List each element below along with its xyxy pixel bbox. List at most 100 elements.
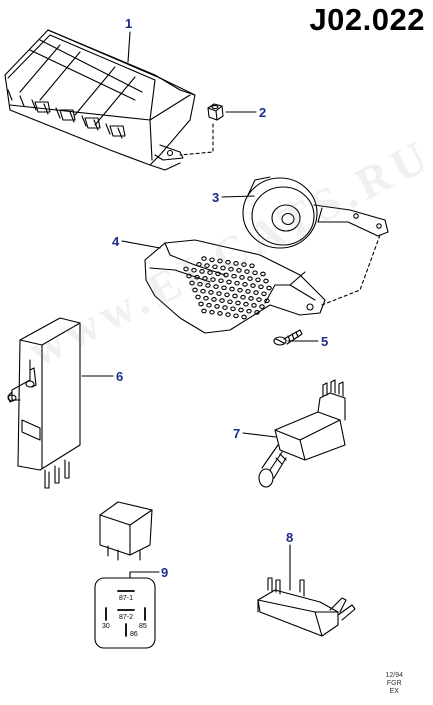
grille-hole (222, 305, 228, 310)
grille-hole (246, 308, 252, 314)
grille-hole (200, 288, 206, 294)
pin-87-1-label: 87-1 (119, 595, 134, 602)
part-3-horn[interactable] (242, 176, 389, 249)
grille-hole (252, 270, 258, 276)
grille-hole (218, 278, 224, 284)
pin-86-label: 86 (130, 631, 138, 638)
grille-hole (206, 302, 212, 308)
grille-hole (215, 271, 221, 277)
grille-hole (214, 304, 220, 309)
part-6-control-box[interactable] (7, 317, 81, 489)
grille-hole (245, 289, 251, 294)
grille-hole (228, 266, 234, 272)
callout-2[interactable]: 2 (259, 105, 267, 120)
grille-hole (234, 280, 240, 286)
grille-hole (233, 313, 239, 319)
grille-hole (229, 286, 235, 292)
grille-hole (254, 310, 260, 315)
part-1-control-module[interactable] (4, 29, 196, 171)
part-8-module[interactable] (257, 577, 356, 637)
grille-hole (211, 297, 217, 302)
pin-30-label: 30 (102, 623, 110, 630)
grille-hole (186, 273, 192, 279)
grille-hole (216, 291, 222, 296)
callout-8[interactable]: 8 (286, 530, 294, 545)
grille-hole (221, 285, 227, 291)
grille-hole (239, 275, 245, 280)
grille-hole (212, 264, 218, 270)
grille-hole (226, 279, 232, 285)
grille-hole (238, 307, 244, 313)
grille-hole (203, 295, 209, 301)
relay-pin-diagram (94, 571, 156, 649)
grille-hole (183, 266, 189, 272)
grille-hole (213, 284, 219, 289)
grille-hole (233, 261, 239, 266)
grille-hole (255, 277, 261, 283)
footer-line-2: FGR (386, 680, 402, 687)
grille-hole (195, 294, 201, 300)
footer-line-3: EX (389, 688, 399, 695)
callout-4[interactable]: 4 (112, 234, 120, 249)
footer-stamp: 12/94 FGR EX (385, 672, 403, 696)
grille-hole (201, 256, 207, 261)
grille-hole (197, 281, 203, 287)
grille-hole (236, 268, 242, 273)
grille-hole (231, 273, 237, 279)
grille-hole (249, 263, 255, 269)
grille-hole (227, 299, 233, 305)
grille-hole (224, 292, 230, 298)
grille-hole (232, 293, 238, 299)
grille-hole (207, 270, 213, 275)
part-2-nut[interactable] (179, 103, 224, 156)
callout-5[interactable]: 5 (321, 334, 329, 349)
callout-3[interactable]: 3 (212, 190, 220, 205)
grille-hole (258, 284, 264, 290)
grille-hole (210, 277, 216, 282)
grille-hole (204, 263, 210, 268)
grille-hole (230, 306, 236, 312)
grille-hole (250, 283, 256, 288)
grille-hole (192, 287, 198, 293)
grille-hole (205, 283, 211, 288)
grille-hole (225, 312, 231, 317)
grille-hole (191, 267, 197, 273)
grille-hole (264, 298, 270, 304)
grille-hole (201, 308, 207, 314)
part-9-relay[interactable] (99, 501, 153, 561)
part-5-screw[interactable] (273, 329, 303, 346)
horn-grille-holes (183, 256, 272, 320)
pin-85-label: 85 (139, 623, 147, 630)
grille-hole (189, 280, 195, 286)
part-7-switch[interactable] (258, 379, 346, 488)
callout-1[interactable]: 1 (125, 16, 133, 31)
grille-hole (241, 262, 247, 267)
grille-hole (198, 301, 204, 307)
grille-hole (244, 269, 250, 274)
grille-hole (263, 278, 269, 284)
pin-87-2-label: 87-2 (119, 614, 134, 621)
leader-lines (81, 31, 319, 591)
grille-hole (217, 311, 223, 316)
grille-hole (225, 259, 231, 265)
grille-hole (199, 269, 205, 274)
footer-date: 12/94 (385, 672, 403, 679)
grille-hole (247, 276, 253, 281)
grille-hole (253, 290, 259, 295)
grille-hole (209, 309, 215, 315)
grille-hole (241, 314, 247, 320)
grille-hole (209, 257, 215, 263)
callout-7[interactable]: 7 (233, 426, 241, 441)
grille-hole (223, 272, 229, 278)
part-4-horn-grille[interactable] (144, 234, 381, 334)
grille-hole (194, 274, 200, 280)
grille-hole (243, 301, 249, 307)
callout-6[interactable]: 6 (116, 369, 124, 384)
grille-hole (196, 262, 202, 267)
grille-hole (251, 303, 257, 308)
callout-9[interactable]: 9 (161, 565, 169, 580)
diagram-code: J02.022 (309, 2, 425, 37)
grille-hole (217, 258, 223, 264)
